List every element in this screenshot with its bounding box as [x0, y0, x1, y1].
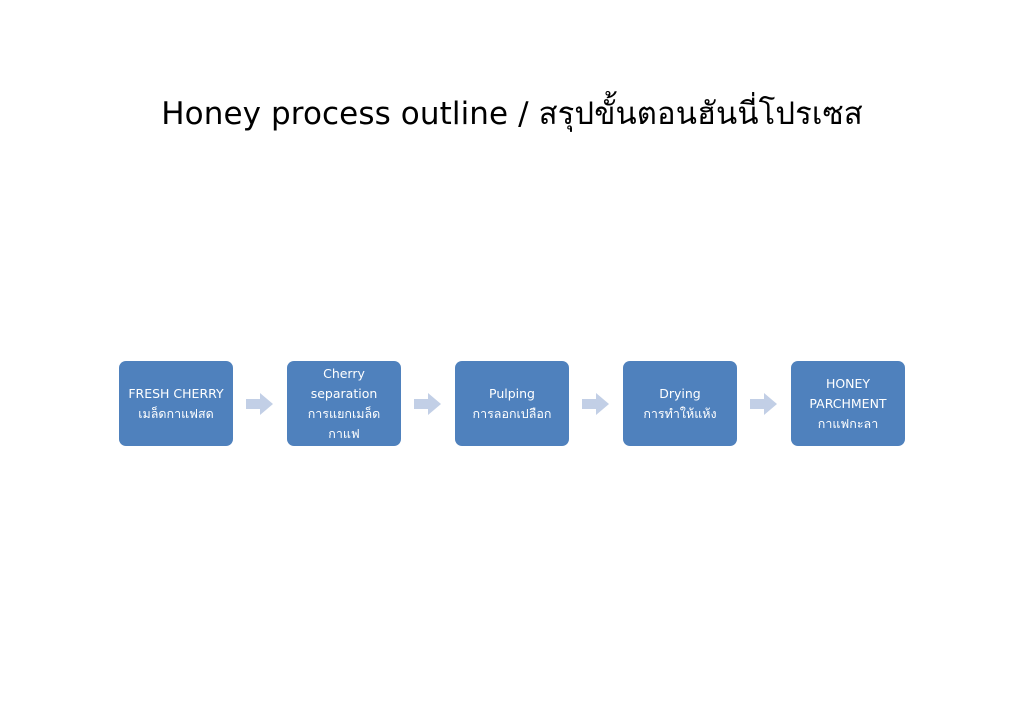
- process-step-line: กาแฟกะลา: [817, 415, 879, 431]
- process-step-drying[interactable]: Drying การทำให้แห้ง: [623, 361, 737, 446]
- process-step-line: separation: [310, 385, 378, 401]
- process-step-line: กาแฟ: [328, 425, 360, 441]
- process-step-pulping[interactable]: Pulping การลอกเปลือก: [455, 361, 569, 446]
- right-block-arrow-icon: [750, 392, 778, 416]
- process-step-honey-parchment[interactable]: HONEY PARCHMENT กาแฟกะลา: [791, 361, 905, 446]
- process-step-fresh-cherry[interactable]: FRESH CHERRY เมล็ดกาแฟสด: [119, 361, 233, 446]
- process-step-line: Pulping: [489, 385, 535, 401]
- process-step-line: HONEY: [825, 375, 871, 391]
- process-step-line: เมล็ดกาแฟสด: [138, 405, 214, 421]
- process-step-line: การลอกเปลือก: [472, 405, 552, 421]
- right-block-arrow-icon: [582, 392, 610, 416]
- process-flow-diagram: FRESH CHERRY เมล็ดกาแฟสด Cherry separati…: [119, 361, 905, 446]
- page-title: Honey process outline / สรุปขั้นตอนฮันนี…: [161, 96, 863, 132]
- process-step-line: การแยกเมล็ด: [307, 405, 381, 421]
- process-step-line: PARCHMENT: [809, 395, 887, 411]
- right-block-arrow-icon: [246, 392, 274, 416]
- process-step-line: การทำให้แห้ง: [643, 405, 717, 421]
- process-step-cherry-separation[interactable]: Cherry separation การแยกเมล็ด กาแฟ: [287, 361, 401, 446]
- process-step-line: FRESH CHERRY: [128, 385, 224, 401]
- right-block-arrow-icon: [414, 392, 442, 416]
- process-step-line: Cherry: [323, 365, 365, 381]
- process-step-line: Drying: [659, 385, 701, 401]
